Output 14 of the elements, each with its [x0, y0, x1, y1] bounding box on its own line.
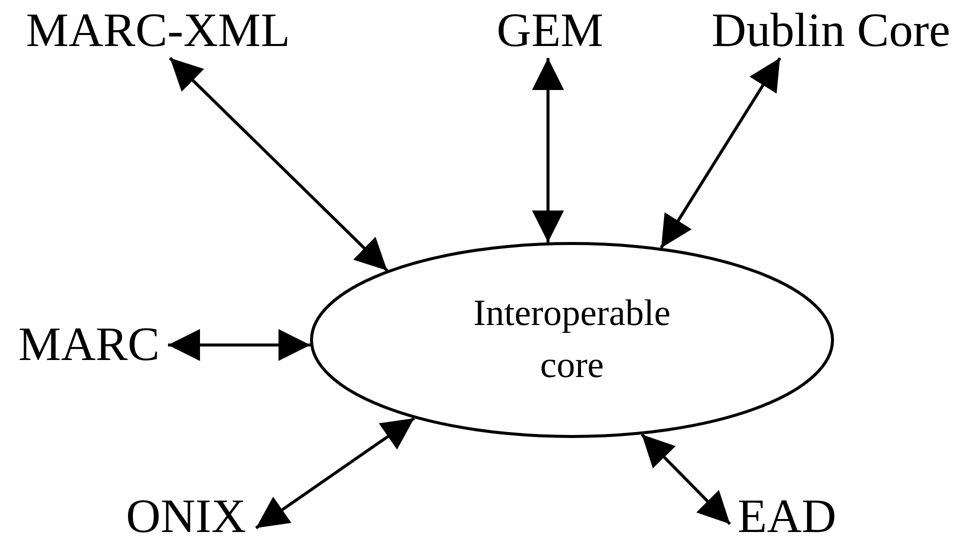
format-label: MARC-XML: [8, 4, 308, 58]
format-label: ONIX: [116, 492, 256, 541]
format-label: Dublin Core: [700, 4, 962, 58]
double-arrow: [640, 433, 732, 526]
double-arrow: [255, 417, 416, 530]
format-label: MARC: [10, 318, 168, 372]
double-arrow: [660, 57, 782, 249]
double-arrow: [532, 58, 564, 242]
ellipse-node: [310, 242, 834, 438]
format-label: GEM: [488, 4, 612, 58]
double-arrow: [168, 329, 310, 361]
format-label: EAD: [730, 492, 844, 541]
node-label: Interoperable core: [472, 292, 672, 388]
double-arrow: [168, 56, 388, 272]
